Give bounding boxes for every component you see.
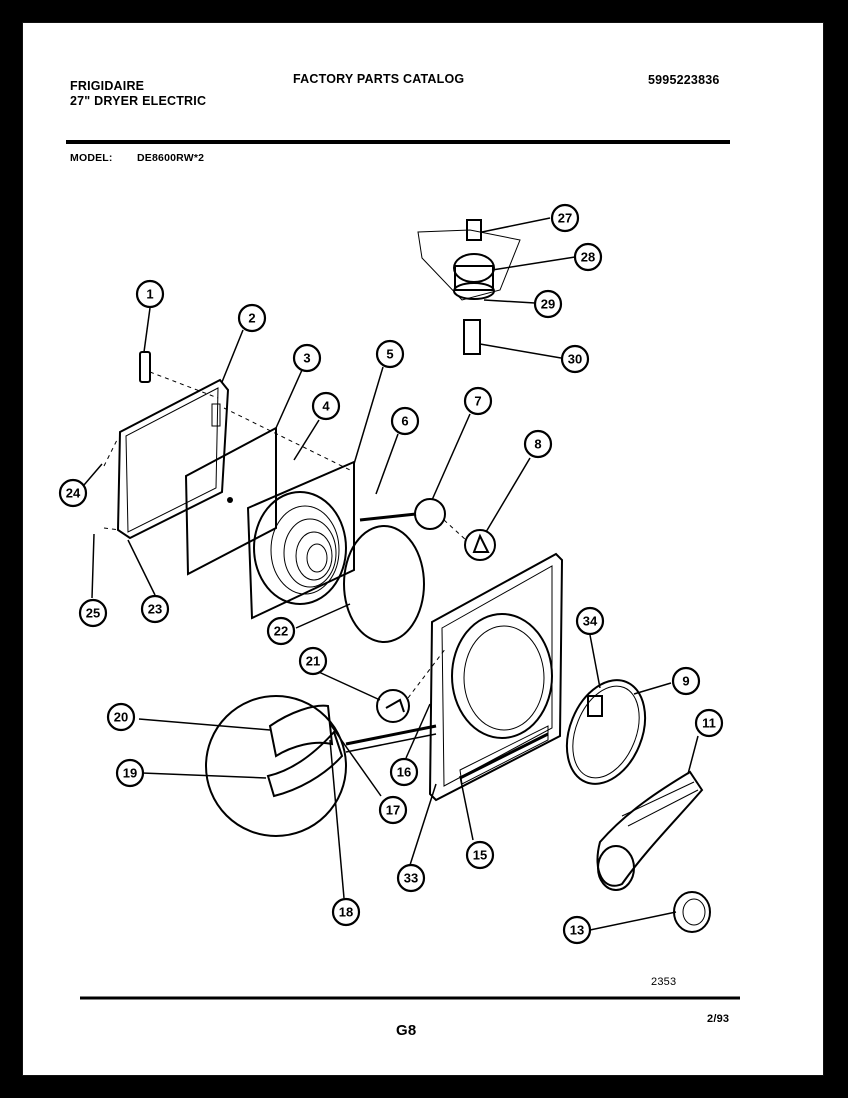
catalog-title: FACTORY PARTS CATALOG — [293, 72, 465, 86]
callout-34: 34 — [575, 606, 605, 636]
callout-4: 4 — [311, 391, 341, 421]
callout-9: 9 — [671, 666, 701, 696]
svg-text:27: 27 — [558, 211, 572, 226]
callout-19: 19 — [115, 758, 145, 788]
callout-7: 7 — [463, 386, 493, 416]
catalog-sheet — [22, 22, 824, 1076]
model-value: DE8600RW*2 — [137, 152, 205, 164]
svg-text:2: 2 — [248, 311, 255, 326]
page-code: G8 — [396, 1022, 417, 1039]
svg-text:1: 1 — [146, 287, 153, 302]
svg-text:30: 30 — [568, 352, 582, 367]
drawing-number: 2353 — [651, 976, 677, 988]
catalog-number: 5995223836 — [648, 73, 720, 87]
door-switch — [376, 647, 447, 723]
svg-text:15: 15 — [473, 848, 487, 863]
callout-3: 3 — [292, 343, 322, 373]
model-label: MODEL: — [70, 152, 113, 164]
svg-text:21: 21 — [306, 654, 320, 669]
svg-text:17: 17 — [386, 803, 400, 818]
callout-27: 27 — [550, 203, 580, 233]
door-hinge — [139, 351, 151, 383]
callout-24: 24 — [58, 478, 88, 508]
svg-text:13: 13 — [570, 923, 584, 938]
revision-date: 2/93 — [707, 1013, 730, 1025]
svg-text:34: 34 — [583, 614, 598, 629]
svg-text:29: 29 — [541, 297, 555, 312]
svg-text:24: 24 — [66, 486, 81, 501]
svg-text:7: 7 — [474, 394, 481, 409]
svg-text:28: 28 — [581, 250, 595, 265]
callout-11: 11 — [694, 708, 724, 738]
svg-text:16: 16 — [397, 765, 411, 780]
svg-text:5: 5 — [386, 347, 393, 362]
svg-text:19: 19 — [123, 766, 137, 781]
detail-view — [205, 695, 437, 837]
callout-5: 5 — [375, 339, 405, 369]
leader-lines — [83, 217, 699, 931]
callout-29: 29 — [533, 289, 563, 319]
callout-17: 17 — [378, 795, 408, 825]
callout-25: 25 — [78, 598, 108, 628]
svg-text:4: 4 — [322, 399, 330, 414]
callout-1: 1 — [135, 279, 165, 309]
bearing-ring — [673, 891, 711, 933]
callout-28: 28 — [573, 242, 603, 272]
light-socket-assembly — [417, 219, 521, 355]
front-panel — [428, 552, 564, 802]
callout-13: 13 — [562, 915, 592, 945]
svg-text:23: 23 — [148, 602, 162, 617]
outer-door-panel — [116, 378, 230, 540]
svg-text:20: 20 — [114, 710, 128, 725]
callout-33: 33 — [396, 863, 426, 893]
svg-text:9: 9 — [682, 674, 689, 689]
callout-22: 22 — [266, 616, 296, 646]
callout-6: 6 — [390, 406, 420, 436]
door-catch-parts — [359, 498, 496, 561]
product-name: 27" DRYER ELECTRIC — [70, 94, 207, 108]
svg-text:3: 3 — [303, 351, 310, 366]
lint-duct — [596, 770, 704, 891]
callout-2: 2 — [237, 303, 267, 333]
svg-text:8: 8 — [534, 437, 541, 452]
callout-8: 8 — [523, 429, 553, 459]
inner-door-with-window — [246, 460, 425, 643]
brand-name: FRIGIDAIRE — [70, 79, 145, 93]
callout-18: 18 — [331, 897, 361, 927]
svg-text:22: 22 — [274, 624, 288, 639]
callout-16: 16 — [389, 757, 419, 787]
svg-text:25: 25 — [86, 606, 100, 621]
callout-15: 15 — [465, 840, 495, 870]
callout-20: 20 — [106, 702, 136, 732]
svg-text:11: 11 — [702, 716, 716, 731]
svg-text:6: 6 — [401, 414, 408, 429]
svg-text:33: 33 — [404, 871, 418, 886]
svg-text:18: 18 — [339, 905, 353, 920]
callout-23: 23 — [140, 594, 170, 624]
callout-21: 21 — [298, 646, 328, 676]
callout-30: 30 — [560, 344, 590, 374]
drum-seal-ring — [565, 679, 647, 785]
